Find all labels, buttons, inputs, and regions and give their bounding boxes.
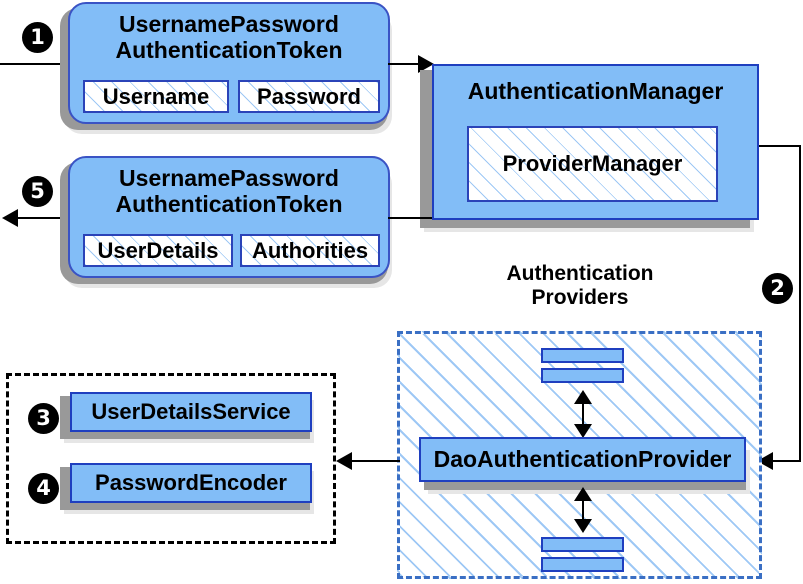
provider-bar-bottom-2 (541, 557, 624, 572)
request-token-title-line1: UsernamePassword (119, 11, 339, 37)
request-token-title: UsernamePassword AuthenticationToken (70, 4, 388, 64)
response-token-card: UsernamePassword AuthenticationToken Use… (68, 156, 390, 278)
provider-link-top-arrow-down (574, 424, 592, 438)
authentication-manager-box: AuthenticationManager ProviderManager (432, 64, 759, 220)
authentication-providers-caption: Authentication Providers (460, 262, 700, 309)
response-token-field-authorities: Authorities (240, 234, 380, 267)
manager-to-provider-line-bottom (770, 460, 801, 462)
provider-to-services-arrowhead (336, 452, 352, 470)
user-details-service-box: UserDetailsService (70, 392, 312, 432)
authentication-manager-title: AuthenticationManager (467, 78, 724, 104)
token-to-manager-line (388, 63, 424, 65)
manager-to-response-token-line (388, 217, 432, 219)
response-token-title: UsernamePassword AuthenticationToken (70, 158, 388, 218)
manager-to-provider-line-top (759, 145, 801, 147)
provider-link-bottom-arrow-up (574, 487, 592, 501)
incoming-request-line (0, 63, 70, 65)
authentication-providers-caption-line1: Authentication (506, 262, 654, 285)
request-token-field-username: Username (83, 80, 229, 113)
manager-to-provider-line-vertical (799, 145, 801, 462)
step-3-bullet: 3 (28, 403, 59, 434)
provider-link-top-line (582, 398, 584, 428)
provider-to-services-line (352, 460, 400, 462)
request-token-card: UsernamePassword AuthenticationToken Use… (68, 2, 390, 124)
step-2-bullet: 2 (762, 273, 793, 304)
services-container (6, 373, 336, 544)
response-token-title-line1: UsernamePassword (119, 165, 339, 191)
response-token-out-line (18, 217, 70, 219)
request-token-title-line2: AuthenticationToken (115, 36, 343, 63)
provider-link-bottom-line (582, 495, 584, 523)
provider-bar-top-1 (541, 348, 624, 363)
response-token-out-arrowhead (2, 209, 18, 227)
authentication-providers-caption-line2: Providers (531, 285, 629, 309)
provider-bar-bottom-1 (541, 537, 624, 552)
provider-link-bottom-arrow-down (574, 519, 592, 533)
step-4-bullet: 4 (28, 473, 59, 504)
step-1-bullet: 1 (22, 22, 53, 53)
request-token-field-password: Password (238, 80, 380, 113)
response-token-title-line2: AuthenticationToken (115, 190, 343, 217)
step-5-bullet: 5 (22, 176, 53, 207)
response-token-field-userdetails: UserDetails (83, 234, 233, 267)
token-to-manager-arrowhead (418, 55, 434, 73)
provider-link-top-arrow-up (574, 390, 592, 404)
dao-authentication-provider-box: DaoAuthenticationProvider (419, 437, 746, 482)
provider-manager-box: ProviderManager (467, 126, 718, 202)
provider-bar-top-2 (541, 368, 624, 383)
password-encoder-box: PasswordEncoder (70, 463, 312, 503)
